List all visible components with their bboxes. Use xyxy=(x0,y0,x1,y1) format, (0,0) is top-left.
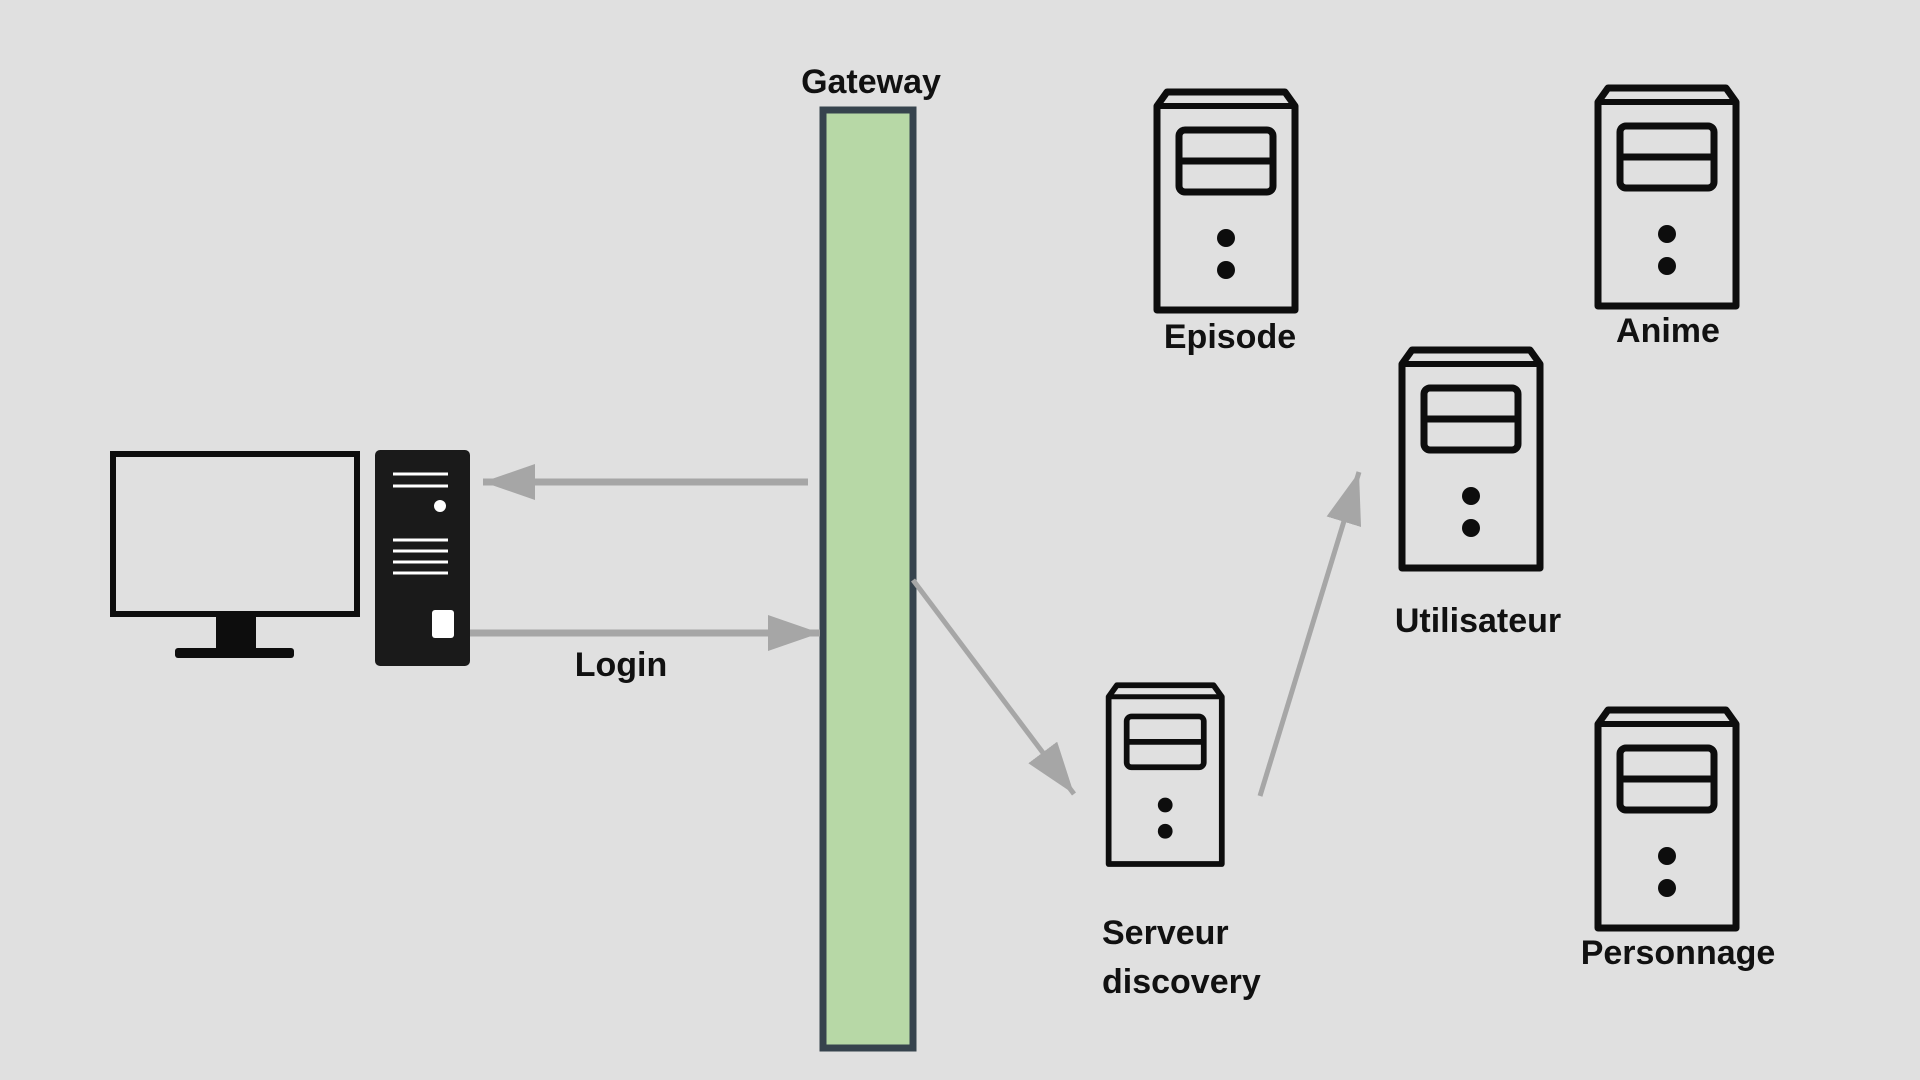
server-discovery: Serveur discovery xyxy=(1102,685,1261,1001)
server-icon xyxy=(1109,685,1222,864)
gateway-label: Gateway xyxy=(801,63,941,101)
client-computer xyxy=(110,450,470,666)
server-icon xyxy=(1402,350,1540,568)
server-episode: Episode xyxy=(1157,92,1296,356)
server-personnage-label: Personnage xyxy=(1581,934,1776,972)
arrow-gateway-to-discovery xyxy=(911,578,1076,796)
server-discovery-label-line2: discovery xyxy=(1102,963,1261,1001)
gateway: Gateway xyxy=(801,63,941,1052)
server-episode-label: Episode xyxy=(1164,318,1296,356)
server-discovery-label-line1: Serveur xyxy=(1102,914,1229,952)
desktop-tower-icon xyxy=(375,450,470,666)
login-label: Login xyxy=(575,646,668,684)
server-icon xyxy=(1157,92,1295,310)
server-anime: Anime xyxy=(1598,88,1736,350)
monitor-icon xyxy=(110,451,360,658)
gateway-bar xyxy=(819,106,917,1052)
server-utilisateur-label: Utilisateur xyxy=(1395,602,1561,640)
server-utilisateur: Utilisateur xyxy=(1395,350,1561,640)
server-anime-label: Anime xyxy=(1616,312,1720,350)
connection-arrows xyxy=(470,464,1362,797)
server-personnage: Personnage xyxy=(1581,710,1776,972)
server-icon xyxy=(1598,710,1736,928)
server-icon xyxy=(1598,88,1736,306)
arrow-discovery-to-utilisateur xyxy=(1257,471,1362,797)
